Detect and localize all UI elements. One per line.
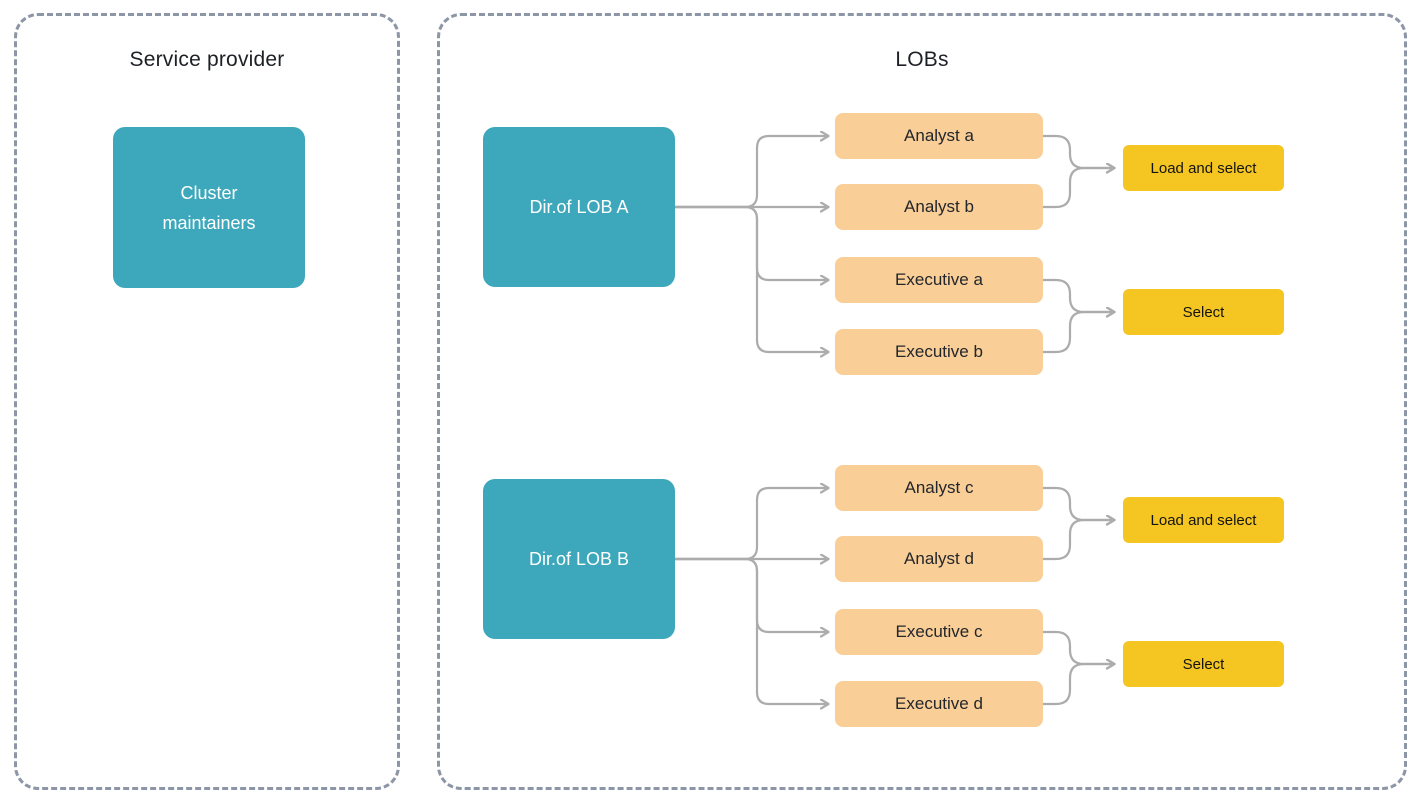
lobs-panel: LOBs (437, 13, 1407, 790)
node-analyst-c: Analyst c (835, 465, 1043, 511)
service-provider-panel: Service provider (14, 13, 400, 790)
node-executive-c: Executive c (835, 609, 1043, 655)
node-cluster-maintainers: Cluster maintainers (113, 127, 305, 288)
node-dir-lob-b: Dir.of LOB B (483, 479, 675, 639)
node-executive-b: Executive b (835, 329, 1043, 375)
node-dir-lob-a: Dir.of LOB A (483, 127, 675, 287)
service-provider-title: Service provider (129, 48, 285, 71)
node-executive-d: Executive d (835, 681, 1043, 727)
lobs-title: LOBs (895, 48, 949, 71)
node-load-and-select-a: Load and select (1123, 145, 1284, 191)
node-analyst-b: Analyst b (835, 184, 1043, 230)
node-load-and-select-b: Load and select (1123, 497, 1284, 543)
node-select-a: Select (1123, 289, 1284, 335)
node-analyst-a: Analyst a (835, 113, 1043, 159)
node-executive-a: Executive a (835, 257, 1043, 303)
node-analyst-d: Analyst d (835, 536, 1043, 582)
node-select-b: Select (1123, 641, 1284, 687)
